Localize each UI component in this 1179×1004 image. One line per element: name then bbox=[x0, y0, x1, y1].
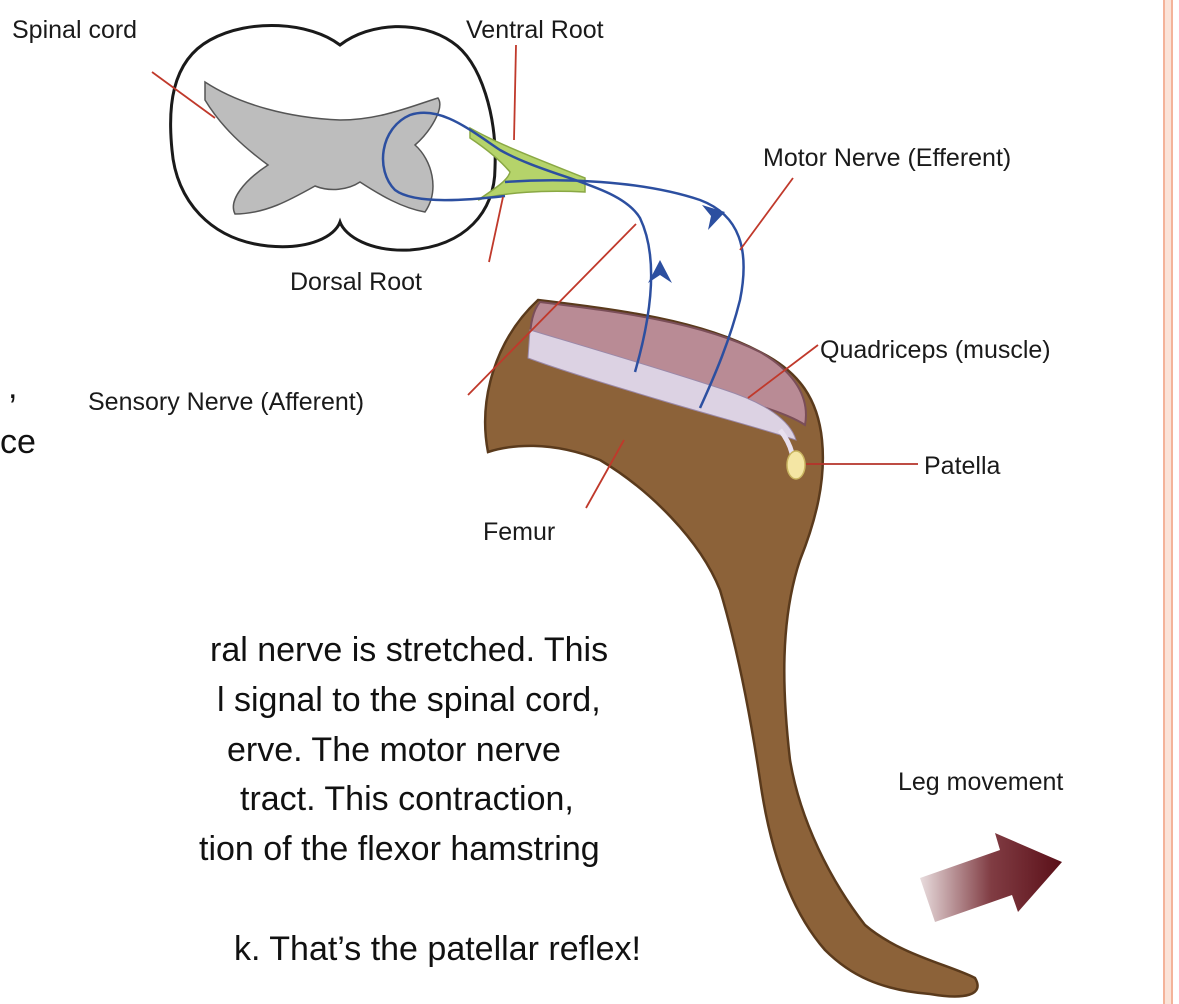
motor-arrowhead bbox=[702, 205, 725, 230]
patella bbox=[787, 451, 805, 479]
label-femur: Femur bbox=[483, 518, 555, 546]
leader-dorsal-root bbox=[489, 197, 503, 262]
label-patella: Patella bbox=[924, 452, 1001, 480]
label-sensory-nerve: Sensory Nerve (Afferent) bbox=[88, 388, 364, 416]
label-ventral-root: Ventral Root bbox=[466, 16, 604, 44]
leg-movement-arrow bbox=[920, 833, 1062, 922]
leader-ventral-root bbox=[514, 45, 516, 140]
leader-motor-nerve bbox=[740, 178, 793, 250]
label-quadriceps: Quadriceps (muscle) bbox=[820, 336, 1051, 364]
label-motor-nerve: Motor Nerve (Efferent) bbox=[763, 144, 1011, 172]
slide-border-stripe bbox=[1163, 0, 1173, 1004]
label-leg-movement: Leg movement bbox=[898, 768, 1063, 796]
label-spinal-cord: Spinal cord bbox=[12, 16, 137, 44]
label-dorsal-root: Dorsal Root bbox=[290, 268, 422, 296]
